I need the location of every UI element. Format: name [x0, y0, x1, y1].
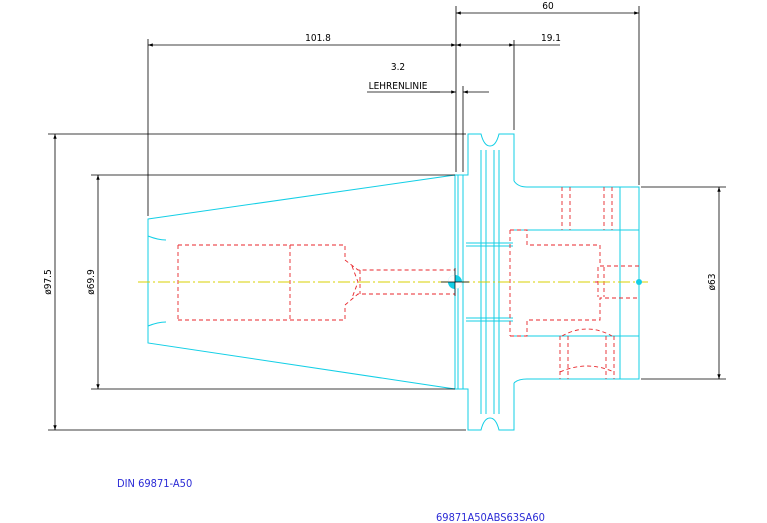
dim-body-diameter	[641, 186, 726, 380]
taper-nose	[147, 219, 167, 343]
dim-body-diameter-text: ø63	[707, 274, 718, 291]
center-mark-left	[441, 268, 469, 296]
flange-top	[463, 133, 515, 181]
dim-flange-diameter	[48, 133, 466, 431]
dim-taper-length	[147, 39, 456, 216]
screw-hole-top	[561, 187, 613, 230]
bore-lines	[466, 187, 639, 379]
body-bore	[509, 229, 639, 337]
dim-gauge-diameter	[91, 174, 455, 390]
dim-overall-length	[455, 6, 640, 185]
dim-flange-to-shank	[456, 40, 560, 130]
gauge-line-label: LEHRENLINIE	[369, 81, 428, 92]
dim-gauge-diameter-text: ø69.9	[86, 269, 97, 295]
dim-taper-length-text: 101.8	[305, 33, 331, 44]
flange-bottom	[463, 383, 515, 431]
dim-overall-length-text: 60	[542, 1, 554, 12]
dim-flange-to-shank-text: 19.1	[541, 33, 561, 44]
dim-gauge-offset-text: 3.2	[391, 62, 405, 73]
part-number-label: 69871A50ABS63SA60	[436, 511, 545, 523]
dim-flange-diameter-text: ø97.5	[43, 269, 54, 295]
screw-hole-bottom	[559, 328, 615, 379]
center-mark-right	[636, 279, 642, 285]
dim-gauge-offset	[367, 86, 489, 172]
hidden-features	[177, 187, 639, 379]
standard-label: DIN 69871-A50	[117, 477, 192, 490]
retention-bore	[177, 244, 455, 321]
